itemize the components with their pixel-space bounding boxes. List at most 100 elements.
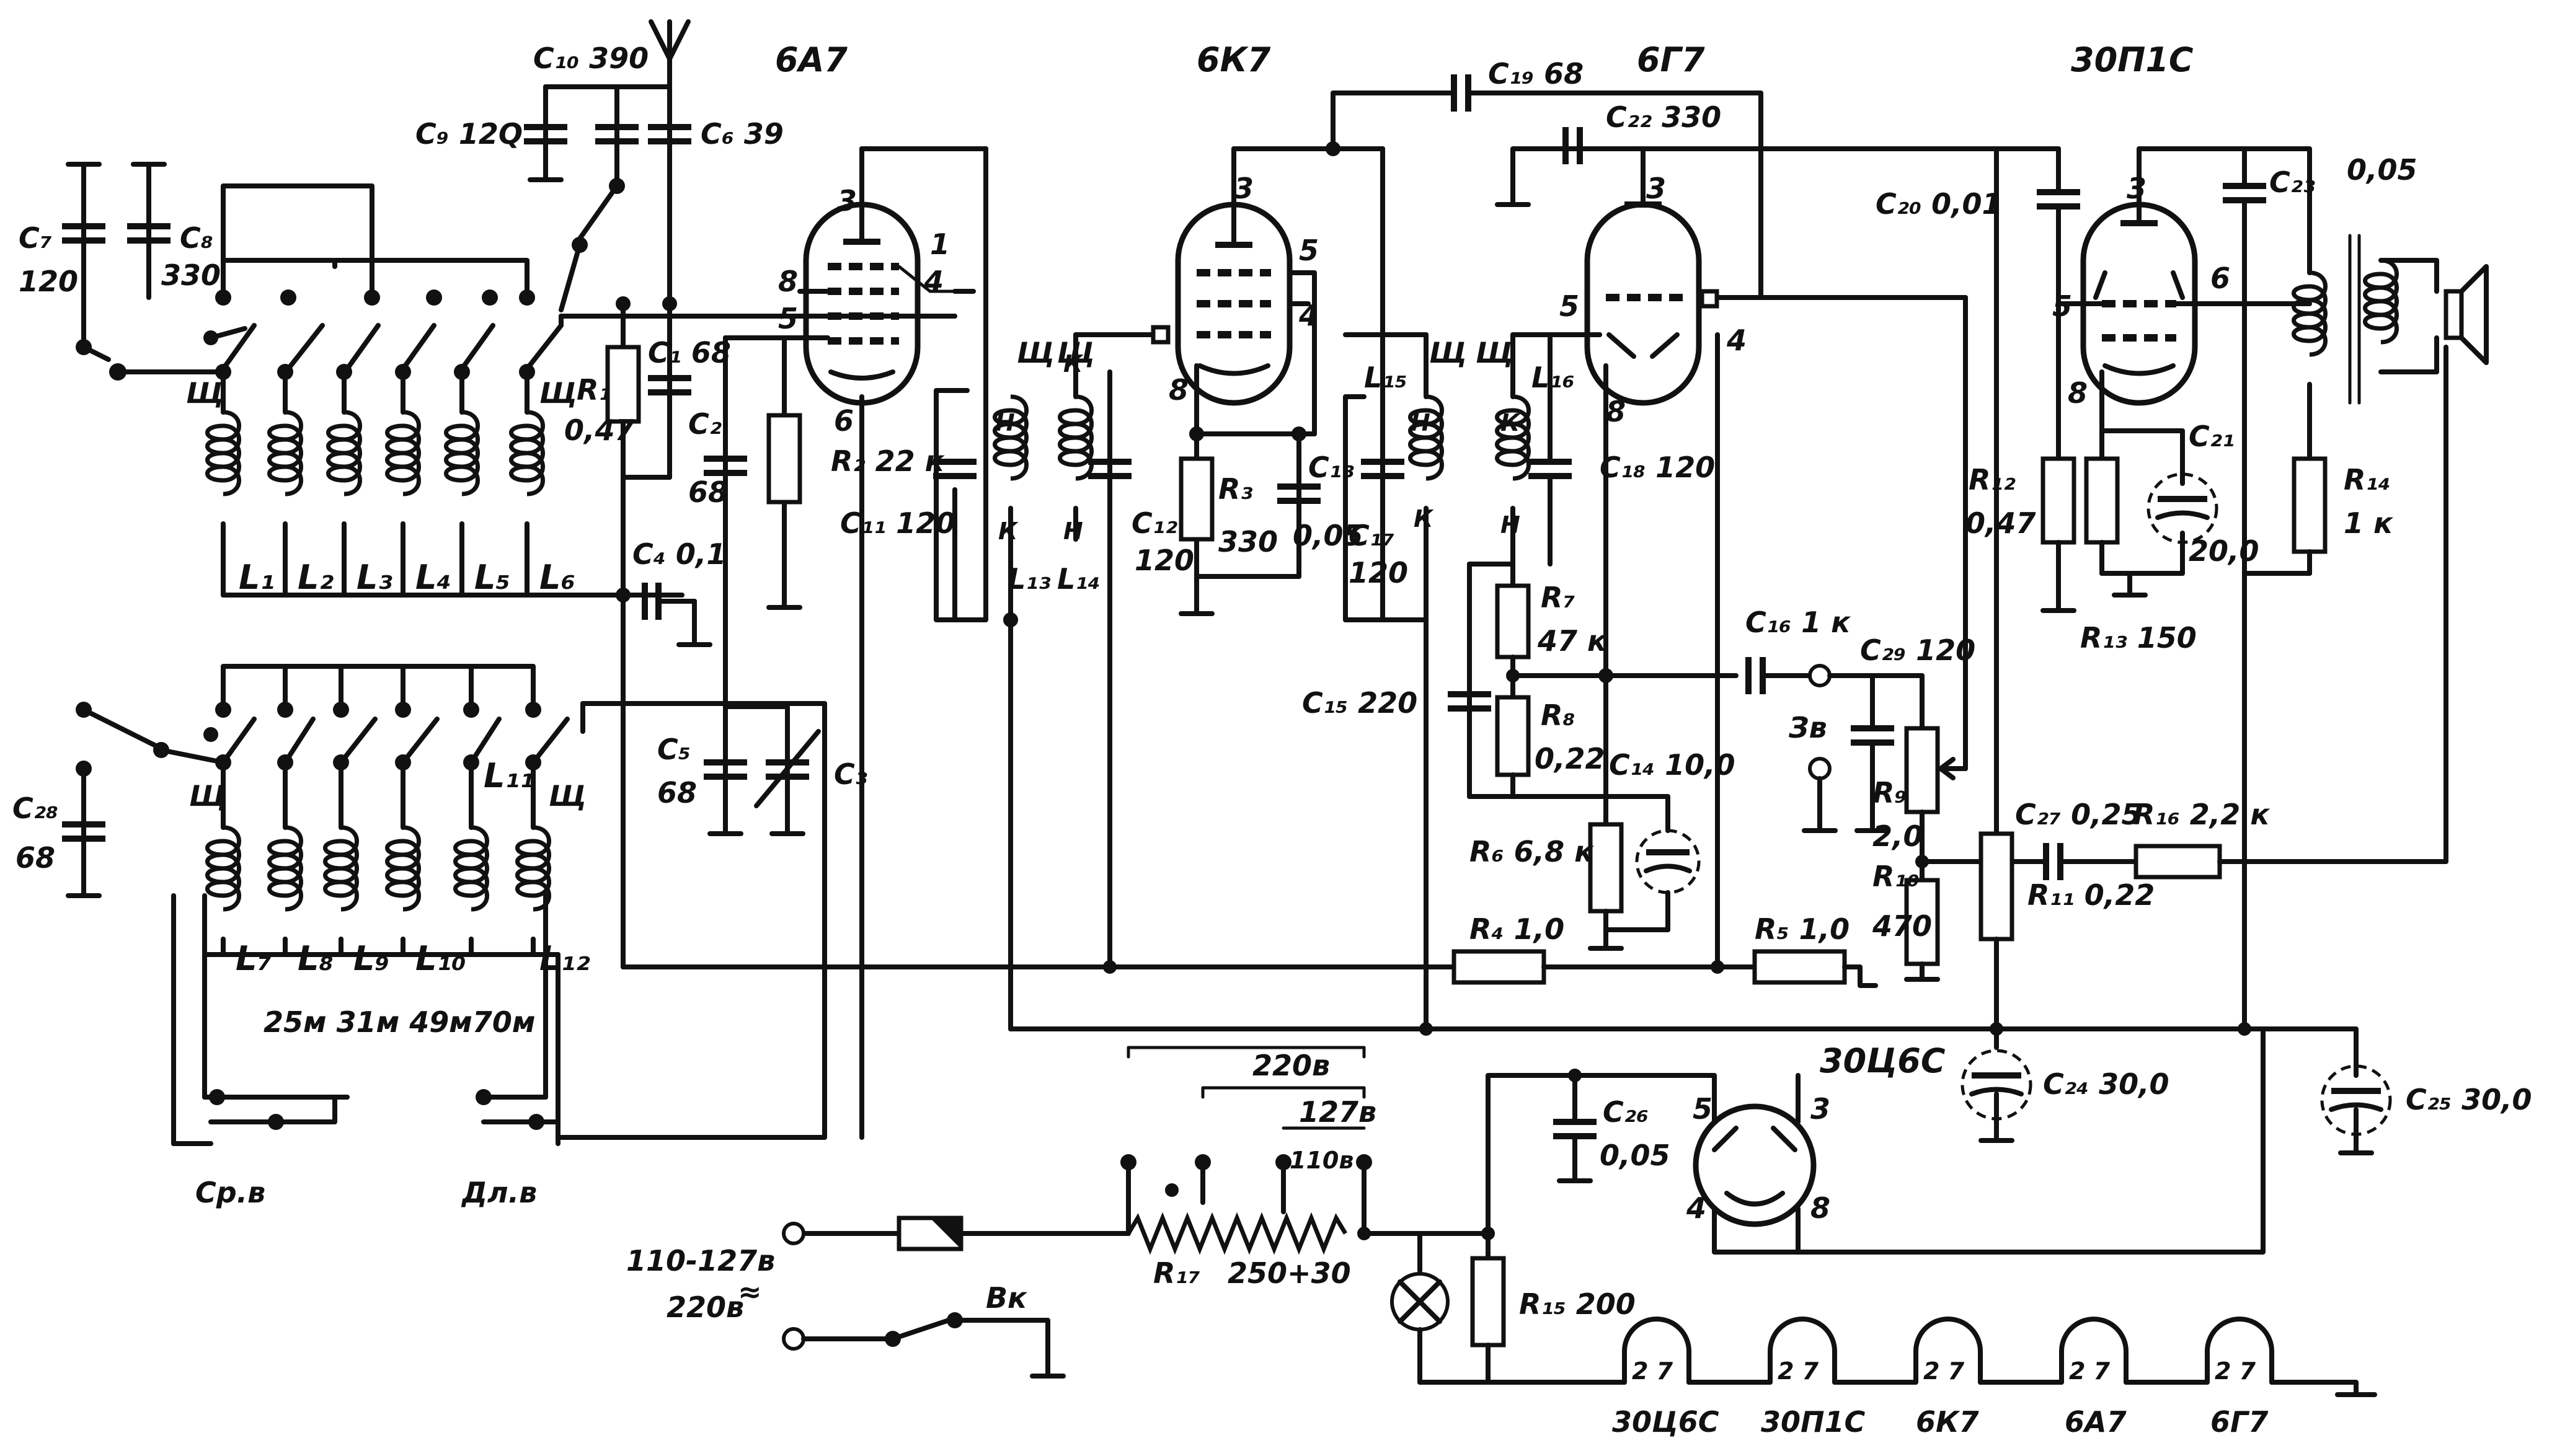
pin-5: 5 <box>1299 234 1319 267</box>
coil-l7 <box>208 754 239 957</box>
label-jack: Зв <box>1788 711 1827 744</box>
label-r15: R₁₅ 200 <box>1519 1287 1636 1321</box>
label-c21-value: 20,0 <box>2189 534 2259 568</box>
label-l4: L₄ <box>415 558 451 597</box>
label-c7-value: 120 <box>19 265 78 298</box>
upper-band-switch[interactable] <box>203 258 564 371</box>
pin-6: 6 <box>2210 262 2230 295</box>
label-c9: C₉ 12Q <box>415 117 523 151</box>
label-r14-value: 1 к <box>2344 506 2394 540</box>
pin-8: 8 <box>1606 395 1626 428</box>
tube-30c6s <box>1693 1103 1817 1227</box>
audio-jack[interactable] <box>1808 757 1832 780</box>
if-tap: К <box>1414 505 1434 532</box>
pin-5: 5 <box>778 302 798 335</box>
pin-3: 3 <box>1646 172 1666 205</box>
label-r3: R₃ <box>1218 472 1253 506</box>
pin-6: 6 <box>834 404 854 438</box>
resistor-r9[interactable] <box>1904 726 1940 814</box>
label-c23: C₂₃ <box>2269 165 2315 199</box>
coil-l4 <box>388 364 419 598</box>
resistor-r10 <box>1904 878 1940 966</box>
label-c29: C₂₉ 120 <box>1860 633 1975 667</box>
filament-chain <box>1622 1317 2377 1397</box>
label-l10: L₁₀ <box>415 939 466 978</box>
resistor-r6 <box>1588 822 1624 914</box>
label-r4: R₄ 1,0 <box>1469 912 1564 946</box>
label-c2-value: 68 <box>688 475 728 509</box>
trimmer-mark: Щ <box>1017 336 1055 369</box>
tube-30p1s <box>2080 201 2198 406</box>
label-r13: R₁₃ 150 <box>2080 621 2197 655</box>
band-label-lw: Дл.в <box>461 1176 537 1209</box>
filament-label-6g7: 6Г7 <box>2210 1405 2268 1439</box>
coil-l9 <box>326 754 357 957</box>
label-l14: L₁₄ <box>1057 562 1101 596</box>
pin-8: 8 <box>1169 373 1189 407</box>
pin-5: 5 <box>1693 1092 1712 1126</box>
voltage-selector[interactable] <box>1120 1154 1372 1236</box>
filament-label-6a7: 6А7 <box>2065 1405 2127 1439</box>
label-r1-value: 0,47 <box>564 413 635 447</box>
tube-6k7 <box>1151 201 1293 406</box>
label-r2: R₂ 22 к <box>831 444 946 478</box>
resistor-r4 <box>1451 949 1546 985</box>
label-r11: R₁₁ 0,22 <box>2027 878 2155 912</box>
resistor-r16 <box>2133 844 2222 880</box>
label-switch: Вк <box>986 1281 1028 1315</box>
label-c2: C₂ <box>688 407 722 441</box>
label-c13-value: 0,05 <box>1293 519 1363 552</box>
label-r8-value: 0,22 <box>1535 742 1605 775</box>
label-c19: C₁₉ 68 <box>1488 57 1584 90</box>
label-c14: C₁₄ 10,0 <box>1609 748 1735 782</box>
label-c28-value: 68 <box>16 841 55 875</box>
label-c1: C₁ 68 <box>648 336 731 369</box>
mains-terminal[interactable] <box>782 1222 805 1245</box>
label-c16: C₁₆ 1 к <box>1745 606 1851 639</box>
label-tap-110: 110в <box>1290 1147 1354 1174</box>
label-c12: C₁₂ <box>1132 506 1177 540</box>
if-tap: Н <box>1411 409 1430 436</box>
if-tap: Н <box>1063 518 1083 545</box>
if-tap: К <box>1063 350 1084 377</box>
label-l2: L₂ <box>298 558 334 597</box>
filament-pins: 2 7 <box>1923 1357 1965 1385</box>
if-tap: Н <box>1500 511 1520 539</box>
filament-label-30c6s: 30Ц6С <box>1612 1405 1719 1439</box>
pin-4: 4 <box>1726 324 1747 357</box>
filament-pins: 2 7 <box>1778 1357 1819 1385</box>
coil-l1 <box>208 364 239 598</box>
trimmer-mark: Щ <box>539 376 577 410</box>
label-r10-value: 470 <box>1872 909 1932 943</box>
label-l16: L₁₆ <box>1531 361 1575 394</box>
antenna-icon <box>649 19 691 306</box>
mains-terminal[interactable] <box>782 1327 805 1351</box>
label-c8: C₈ <box>180 221 213 255</box>
label-l11: L₁₁ <box>484 756 534 795</box>
label-l7: L₇ <box>236 939 272 978</box>
label-l6: L₆ <box>539 558 575 597</box>
label-l8: L₈ <box>298 939 334 978</box>
label-c17-value: 120 <box>1349 556 1408 589</box>
label-c5: C₅ <box>657 733 691 766</box>
label-r10: R₁₀ <box>1872 860 1920 893</box>
label-r6: R₆ 6,8 к <box>1469 835 1595 868</box>
pin-4: 4 <box>1686 1191 1706 1225</box>
label-c24: C₂₄ 30,0 <box>2043 1067 2169 1101</box>
lower-band-switch[interactable] <box>76 664 570 765</box>
tube-title-30p1s: 30П1С <box>2071 40 2194 79</box>
resistor-r17 <box>1126 1212 1348 1255</box>
pin-8: 8 <box>1810 1191 1830 1225</box>
coil-l3 <box>329 364 360 598</box>
label-c26: C₂₆ <box>1603 1095 1649 1129</box>
label-c12-value: 120 <box>1135 544 1194 577</box>
label-c15: C₁₅ 220 <box>1302 686 1417 720</box>
tube-title-30c6s: 30Ц6С <box>1820 1041 1946 1080</box>
audio-jack[interactable] <box>1808 664 1832 687</box>
label-r14: R₁₄ <box>2344 463 2391 496</box>
label-c4: C₄ 0,1 <box>632 537 726 571</box>
coil-l12 <box>518 754 549 957</box>
label-c18: C₁₈ 120 <box>1600 451 1715 484</box>
label-r5: R₅ 1,0 <box>1755 912 1850 946</box>
